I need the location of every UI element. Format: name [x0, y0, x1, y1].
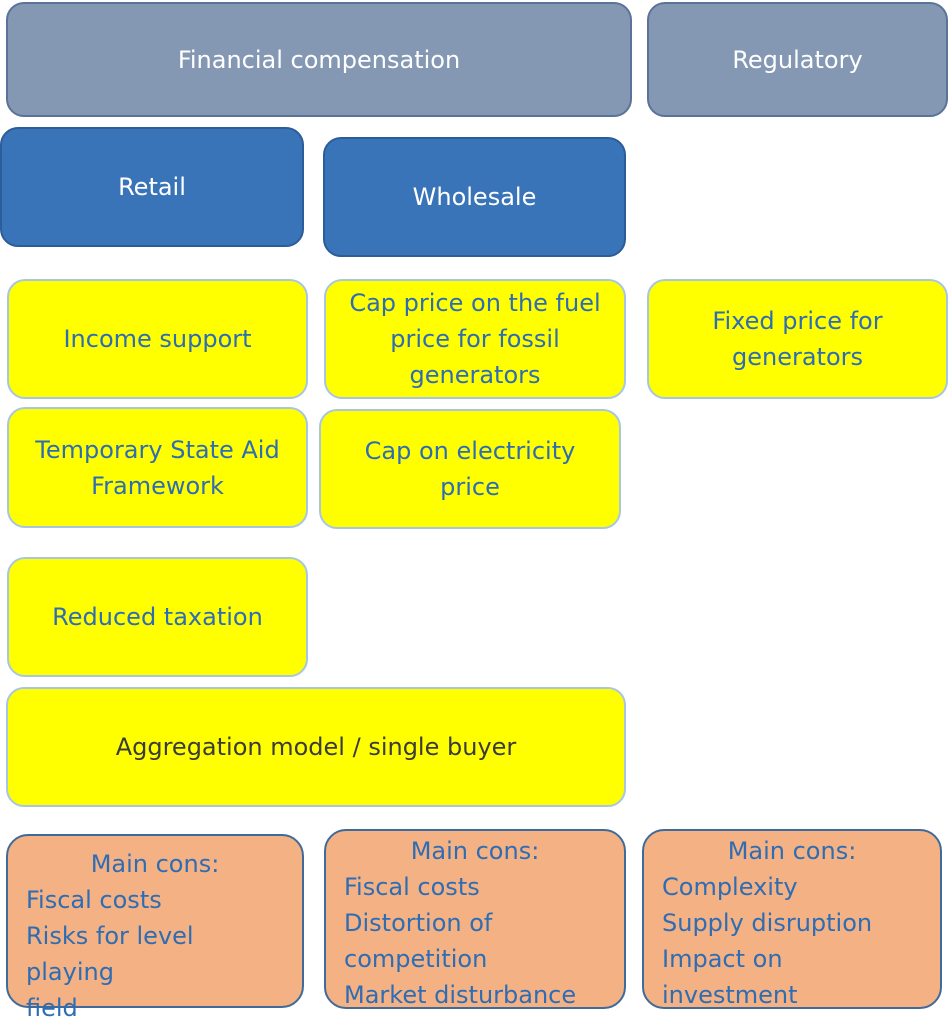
temp-state-aid-line-1: Temporary State Aid [35, 435, 280, 464]
cap-fuel-line-1: Cap price on the fuel [349, 289, 601, 317]
cap-electricity-box: Cap on electricity price [319, 409, 621, 529]
cap-electricity-line-2: price [440, 473, 500, 501]
cons-item: Fiscal costs [26, 886, 162, 914]
cap-fuel-line-3: generators [409, 361, 541, 389]
cap-electricity-line-1: Cap on electricity [364, 437, 576, 465]
cons-box-wholesale: Main cons: Fiscal costs Distortion of co… [324, 829, 626, 1009]
cap-fuel-price-box: Cap price on the fuel price for fossil g… [324, 279, 626, 399]
retail-label: Retail [118, 173, 186, 201]
cons-item: Risks for level playing [26, 922, 194, 986]
cons-item: competition [344, 945, 488, 973]
aggregation-model-label: Aggregation model / single buyer [115, 733, 517, 761]
wholesale-category: Wholesale [323, 137, 626, 257]
fixed-price-line-2: generators [731, 343, 863, 371]
cons-box-regulatory: Main cons: Complexity Supply disruption … [642, 829, 942, 1009]
cons-box-retail: Main cons: Fiscal costs Risks for level … [6, 834, 304, 1022]
wholesale-label: Wholesale [412, 183, 537, 211]
cons-title: Main cons: [727, 837, 857, 865]
regulatory-header: Regulatory [647, 2, 948, 117]
income-support-box: Income support [7, 279, 308, 399]
cap-fuel-line-2: price for fossil [390, 325, 560, 353]
retail-category: Retail [0, 127, 304, 247]
fixed-price-box: Fixed price for generators [647, 279, 948, 399]
income-support-label: Income support [63, 325, 252, 353]
reduced-taxation-box: Reduced taxation [7, 557, 308, 677]
cons-item: field [26, 994, 78, 1022]
cons-item: Complexity [662, 873, 798, 901]
cons-item: Supply disruption [662, 909, 873, 937]
temp-state-aid-line-2: Framework [91, 471, 224, 500]
cons-item: Impact on [662, 945, 783, 973]
cons-item: investment [662, 981, 798, 1009]
reduced-taxation-label: Reduced taxation [52, 603, 263, 631]
cons-item: Market disturbance [344, 981, 577, 1009]
cons-title: Main cons: [410, 837, 540, 865]
financial-compensation-header: Financial compensation [6, 2, 632, 117]
regulatory-label: Regulatory [732, 45, 863, 74]
fixed-price-line-1: Fixed price for [712, 307, 883, 335]
aggregation-model-box: Aggregation model / single buyer [6, 687, 626, 807]
cons-item: Fiscal costs [344, 873, 480, 901]
temporary-state-aid-box: Temporary State Aid Framework [7, 407, 308, 528]
cons-item: Distortion of [344, 909, 493, 937]
financial-compensation-label: Financial compensation [177, 45, 461, 74]
cons-title: Main cons: [90, 850, 220, 878]
